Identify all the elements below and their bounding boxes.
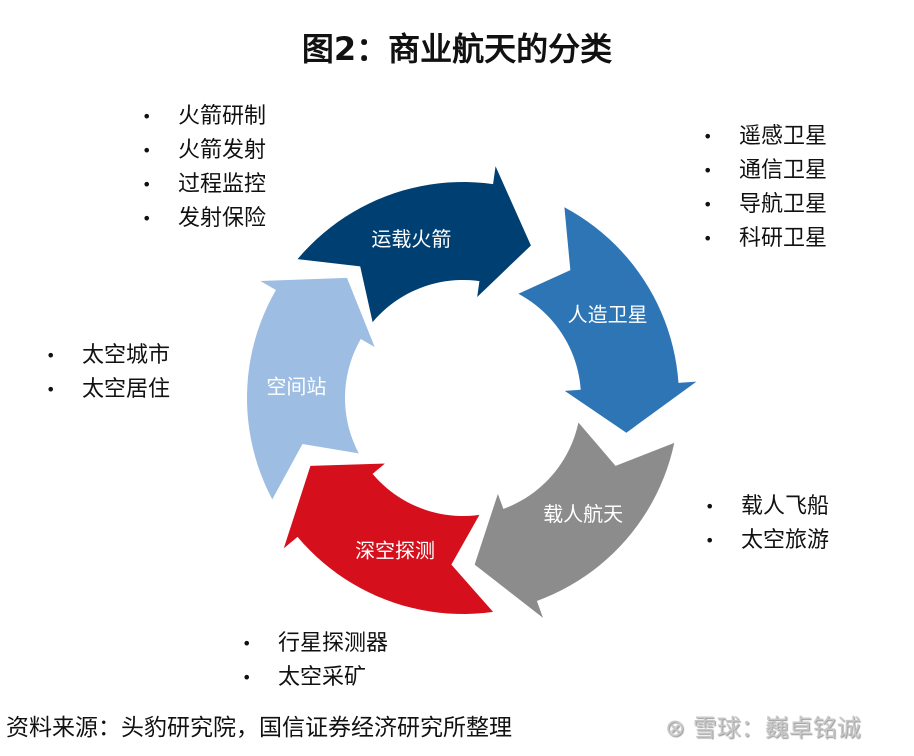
watermark: ⊗ 雪球：巍卓铭诚: [665, 708, 861, 743]
space-station-label: 空间站: [266, 374, 326, 398]
snowball-logo-icon: ⊗: [665, 714, 693, 742]
list-item: 火箭研制: [142, 100, 266, 134]
list-item: 火箭发射: [142, 134, 266, 168]
list-item: 太空居住: [46, 373, 170, 407]
source-note: 资料来源：头豹研究院，国信证券经济研究所整理: [6, 715, 512, 741]
list-item: 过程监控: [142, 168, 266, 202]
satellite-arrow-segment: [518, 207, 697, 433]
satellite-list: 遥感卫星 通信卫星 导航卫星 科研卫星: [703, 120, 827, 256]
deep-space-arrow-segment: [283, 463, 494, 614]
list-item: 遥感卫星: [703, 120, 827, 154]
watermark-text: 雪球：巍卓铭诚: [692, 714, 861, 742]
satellite-label: 人造卫星: [568, 303, 648, 327]
rocket-label: 运载火箭: [371, 227, 451, 251]
manned-list: 载人飞船 太空旅游: [705, 490, 829, 558]
list-item: 载人飞船: [705, 490, 829, 524]
list-item: 行星探测器: [242, 627, 388, 661]
deep-space-label: 深空探测: [355, 539, 435, 563]
manned-arrow-segment: [474, 422, 675, 618]
list-item: 科研卫星: [703, 222, 827, 256]
deep-space-list: 行星探测器 太空采矿: [242, 627, 388, 695]
space-station-arrow-segment: [247, 277, 375, 500]
manned-label: 载人航天: [543, 502, 623, 526]
list-item: 太空城市: [46, 339, 170, 373]
list-item: 太空旅游: [705, 524, 829, 558]
list-item: 导航卫星: [703, 188, 827, 222]
station-list: 太空城市 太空居住: [46, 339, 170, 407]
rocket-arrow-segment: [297, 166, 531, 323]
rocket-list: 火箭研制 火箭发射 过程监控 发射保险: [142, 100, 266, 236]
diagram-title: 图2：商业航天的分类: [301, 30, 613, 68]
list-item: 通信卫星: [703, 154, 827, 188]
list-item: 太空采矿: [242, 661, 388, 695]
list-item: 发射保险: [142, 202, 266, 236]
